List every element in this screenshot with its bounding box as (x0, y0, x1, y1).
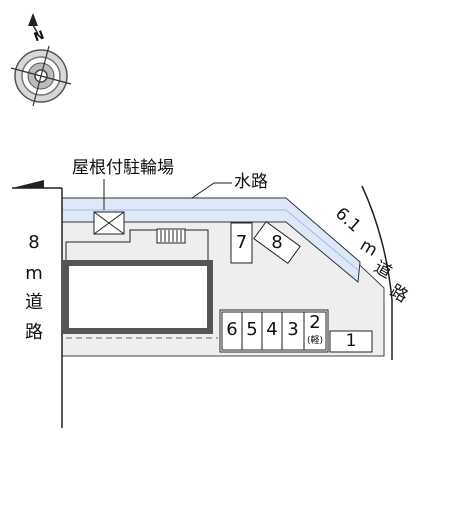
parking-number-3: 3 (287, 319, 299, 340)
left-road-unit: m (25, 263, 43, 284)
vent-icon (156, 228, 186, 244)
parking-note-kei: (軽) (306, 336, 324, 346)
left-road-char-1: 道 (25, 292, 43, 313)
left-road-width: 8 (28, 232, 40, 253)
road-edge-arrow-icon (12, 180, 44, 188)
bicycle-parking-shelter (93, 211, 125, 235)
waterway-label: 水路 (234, 172, 268, 192)
bicycle-parking-label: 屋根付駐輪場 (72, 158, 174, 178)
parking-number-5: 5 (246, 319, 258, 340)
building-outline (65, 229, 209, 262)
parking-number-7: 7 (235, 232, 248, 253)
parking-space-7 (230, 222, 253, 264)
building (63, 260, 213, 334)
parking-number-4: 4 (266, 319, 278, 340)
parking-number-8: 8 (271, 232, 283, 253)
left-road-char-2: 路 (25, 322, 43, 343)
parking-number-6: 6 (226, 319, 238, 340)
parking-number-1: 1 (345, 331, 357, 351)
compass-icon (10, 13, 72, 107)
right-road-edge (361, 185, 393, 360)
parking-space-1 (329, 330, 373, 353)
parking-row (219, 309, 329, 353)
parking-number-2: 2 (309, 312, 321, 333)
parking-space-8 (253, 220, 301, 265)
